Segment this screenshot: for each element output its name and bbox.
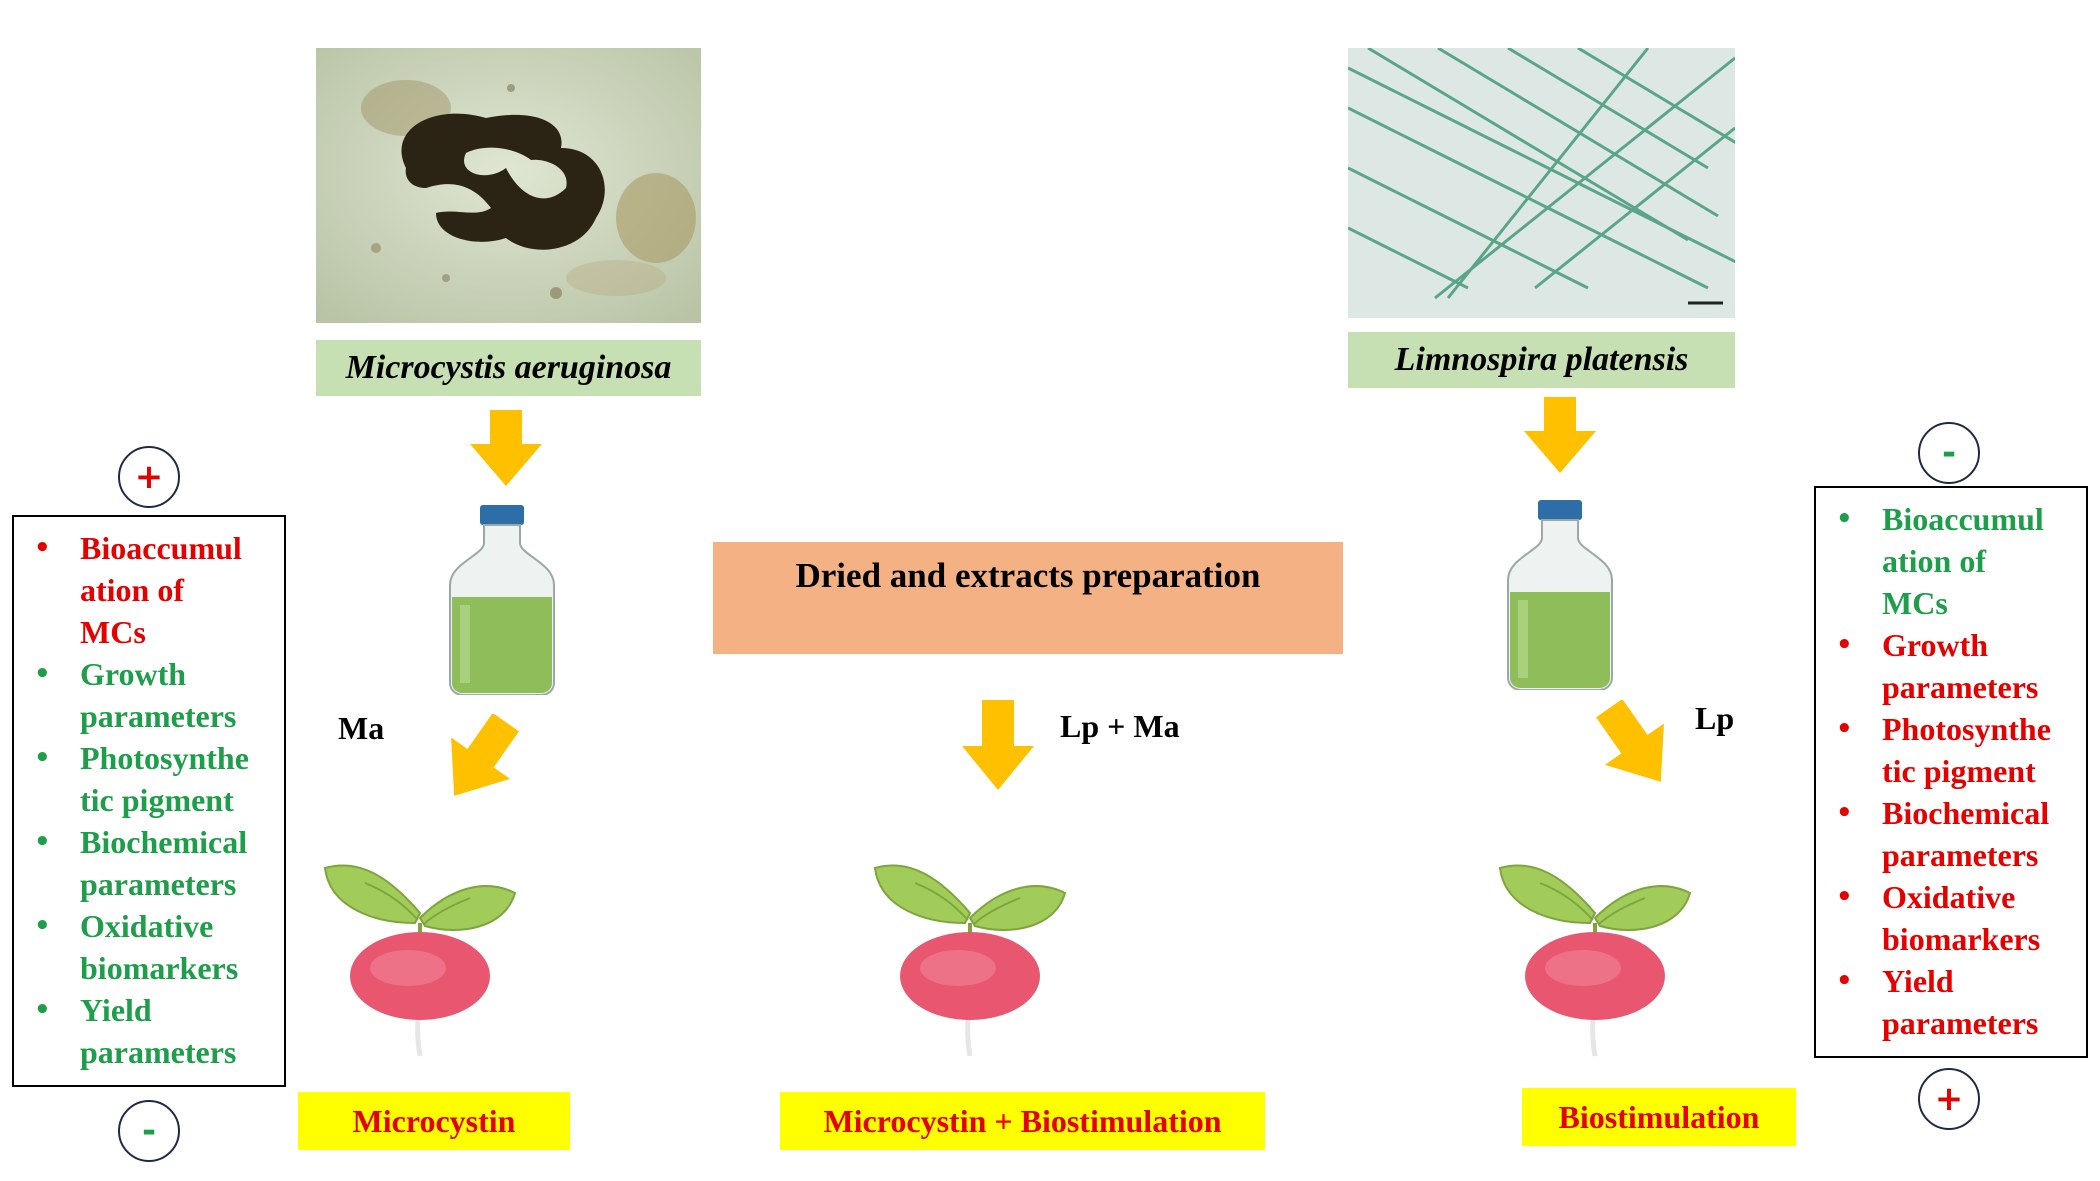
effect-item-line: Biochemical	[1882, 795, 2050, 831]
effect-item: • Growth parameters	[30, 653, 272, 737]
bullet-icon: •	[1836, 714, 1853, 744]
effect-item-line: Bioaccumul	[80, 530, 242, 566]
bullet-icon: •	[1836, 798, 1853, 828]
effect-item-line: biomarkers	[80, 950, 239, 986]
effect-item-line: Oxidative	[80, 908, 214, 944]
effect-item: • Bioaccumul ation of MCs	[30, 527, 272, 653]
arrow-label-lp-ma: Lp + Ma	[1060, 708, 1180, 744]
down-arrow-icon	[1595, 700, 1675, 790]
bullet-icon: •	[1836, 966, 1853, 996]
effect-item-line: tic pigment	[80, 782, 234, 818]
radish-icon	[1495, 818, 1695, 1058]
bottle-icon	[442, 505, 562, 695]
effect-item: • Oxidative biomarkers	[1832, 876, 2074, 960]
limnospira-photo	[1348, 48, 1735, 318]
effect-item-line: parameters	[1882, 669, 2039, 705]
species-label-right: Limnospira platensis	[1348, 332, 1735, 388]
effect-item-line: parameters	[80, 1034, 237, 1070]
bullet-icon: •	[1836, 630, 1853, 660]
effect-item: • Oxidative biomarkers	[30, 905, 272, 989]
effect-item-line: Oxidative	[1882, 879, 2016, 915]
microcystis-photo	[316, 48, 701, 323]
outcome-biostimulation: Biostimulation	[1522, 1088, 1796, 1146]
bullet-icon: •	[34, 995, 51, 1025]
effect-item: • Yield parameters	[30, 989, 272, 1073]
arrow-label-ma: Ma	[338, 710, 385, 746]
effect-item-line: parameters	[80, 866, 237, 902]
effect-item-line: Yield	[1882, 963, 1954, 999]
effect-item-line: ation of	[1882, 543, 1986, 579]
right-plus-sign: +	[1918, 1068, 1980, 1130]
effect-item-line: Biochemical	[80, 824, 248, 860]
species-label-left: Microcystis aeruginosa	[316, 340, 701, 396]
left-plus-sign: +	[118, 446, 180, 508]
bottle-icon	[1500, 500, 1620, 690]
down-arrow-icon	[468, 410, 544, 486]
effect-item: • Bioaccumul ation of MCs	[1832, 498, 2074, 624]
bullet-icon: •	[34, 911, 51, 941]
bullet-icon: •	[34, 827, 51, 857]
down-arrow-icon	[1522, 397, 1598, 473]
bullet-icon: •	[34, 743, 51, 773]
radish-icon	[870, 818, 1070, 1058]
effect-item-line: parameters	[80, 698, 237, 734]
left-minus-sign: -	[118, 1100, 180, 1162]
effect-item-line: ation of	[80, 572, 184, 608]
effect-item-line: parameters	[1882, 1005, 2039, 1041]
radish-icon	[320, 818, 520, 1058]
bullet-icon: •	[1836, 882, 1853, 912]
effect-item-line: Growth	[80, 656, 187, 692]
bullet-icon: •	[1836, 504, 1853, 534]
effect-item: • Yield parameters	[1832, 960, 2074, 1044]
effect-item-line: MCs	[80, 614, 146, 650]
effect-item-line: parameters	[1882, 837, 2039, 873]
outcome-microcystin-biostimulation: Microcystin + Biostimulation	[780, 1092, 1265, 1150]
effect-item: • Biochemical parameters	[1832, 792, 2074, 876]
effect-item-line: biomarkers	[1882, 921, 2041, 957]
effect-item-line: Yield	[80, 992, 152, 1028]
effect-item-line: Photosynthe	[80, 740, 249, 776]
bullet-icon: •	[34, 533, 51, 563]
outcome-microcystin: Microcystin	[298, 1092, 570, 1150]
effect-item-line: tic pigment	[1882, 753, 2036, 789]
bullet-icon: •	[34, 659, 51, 689]
effect-item-line: Bioaccumul	[1882, 501, 2044, 537]
process-box: Dried and extracts preparation	[713, 542, 1343, 654]
effect-item-line: Growth	[1882, 627, 1989, 663]
effect-item-line: Photosynthe	[1882, 711, 2051, 747]
down-arrow-icon	[440, 714, 520, 804]
down-arrow-icon	[960, 700, 1036, 790]
effect-item: • Growth parameters	[1832, 624, 2074, 708]
effect-item-line: MCs	[1882, 585, 1948, 621]
arrow-label-lp: Lp	[1695, 700, 1735, 736]
right-minus-sign: -	[1918, 422, 1980, 484]
effect-item: • Photosynthe tic pigment	[1832, 708, 2074, 792]
effect-item: • Photosynthe tic pigment	[30, 737, 272, 821]
effect-item: • Biochemical parameters	[30, 821, 272, 905]
